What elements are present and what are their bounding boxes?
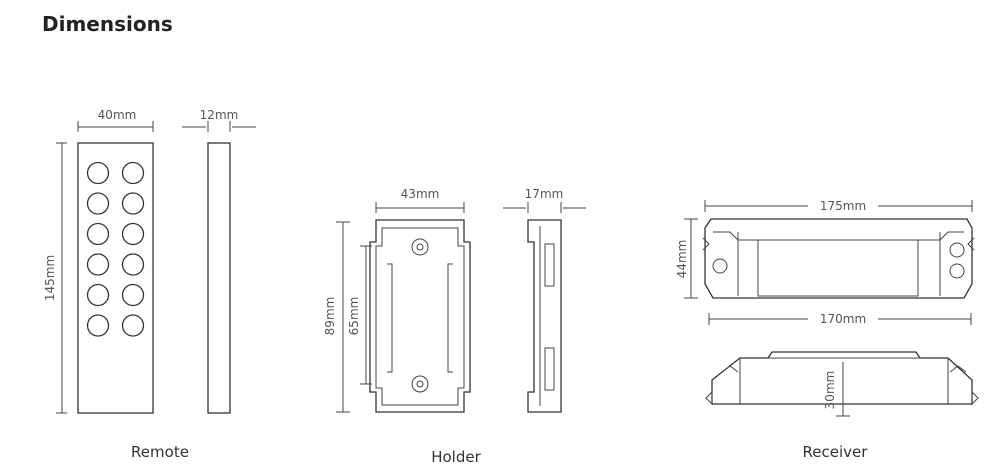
remote-button	[86, 192, 110, 215]
remote-width-label: 40mm	[98, 108, 137, 122]
remote-side-view	[207, 142, 231, 414]
remote-caption: Remote	[131, 443, 189, 461]
remote-button	[86, 222, 110, 246]
remote-button-grid	[86, 161, 145, 337]
holder-width-label: 43mm	[401, 187, 440, 201]
remote-button	[121, 314, 145, 337]
holder-caption: Holder	[431, 448, 481, 465]
receiver-length-label: 175mm	[820, 199, 866, 213]
remote-height-dimension: 145mm	[43, 142, 67, 414]
holder-bottom-screw-icon	[411, 375, 429, 393]
remote-body	[77, 142, 154, 414]
remote-front-view	[77, 142, 154, 414]
remote-button	[86, 314, 110, 337]
receiver-inner-length-label: 170mm	[820, 312, 866, 326]
receiver-right-terminal-bottom-icon	[949, 263, 965, 279]
holder-width-dimension: 43mm	[375, 187, 465, 213]
receiver-side-view	[705, 351, 979, 406]
remote-width-dimension: 40mm	[77, 108, 154, 132]
remote-height-label: 145mm	[43, 255, 57, 301]
holder-front-view	[369, 219, 471, 413]
receiver-width-dimension: 44mm	[675, 218, 698, 299]
receiver-right-terminal-top-icon	[949, 242, 965, 258]
remote-depth-label: 12mm	[200, 108, 239, 122]
remote-button	[86, 283, 110, 307]
holder-depth-dimension: 17mm	[503, 187, 586, 213]
holder-depth-label: 17mm	[525, 187, 564, 201]
remote-button	[121, 283, 145, 307]
receiver-left-terminal-icon	[712, 258, 728, 274]
remote-button	[121, 161, 145, 185]
receiver-inner-length-dimension: 170mm	[708, 312, 972, 326]
holder-height-label: 89mm	[323, 297, 337, 336]
receiver-height-dimension: 30mm	[823, 362, 850, 417]
receiver-caption: Receiver	[803, 443, 869, 461]
remote-button	[86, 161, 110, 185]
holder-top-screw-icon	[411, 238, 429, 256]
remote-button	[121, 253, 145, 276]
remote-button	[86, 253, 110, 276]
receiver-height-label: 30mm	[823, 371, 837, 410]
receiver-top-view	[702, 218, 975, 299]
holder-inner-label: 65mm	[347, 297, 361, 336]
holder-inner-dimension: 65mm	[347, 245, 372, 385]
remote-depth-dimension: 12mm	[182, 108, 256, 132]
receiver-length-dimension: 175mm	[704, 199, 973, 213]
receiver-width-label: 44mm	[675, 240, 689, 279]
page-title: Dimensions	[42, 12, 173, 36]
remote-button	[121, 222, 145, 246]
holder-height-dimension: 89mm	[323, 221, 350, 413]
holder-side-view	[527, 219, 562, 413]
remote-button	[121, 192, 145, 215]
